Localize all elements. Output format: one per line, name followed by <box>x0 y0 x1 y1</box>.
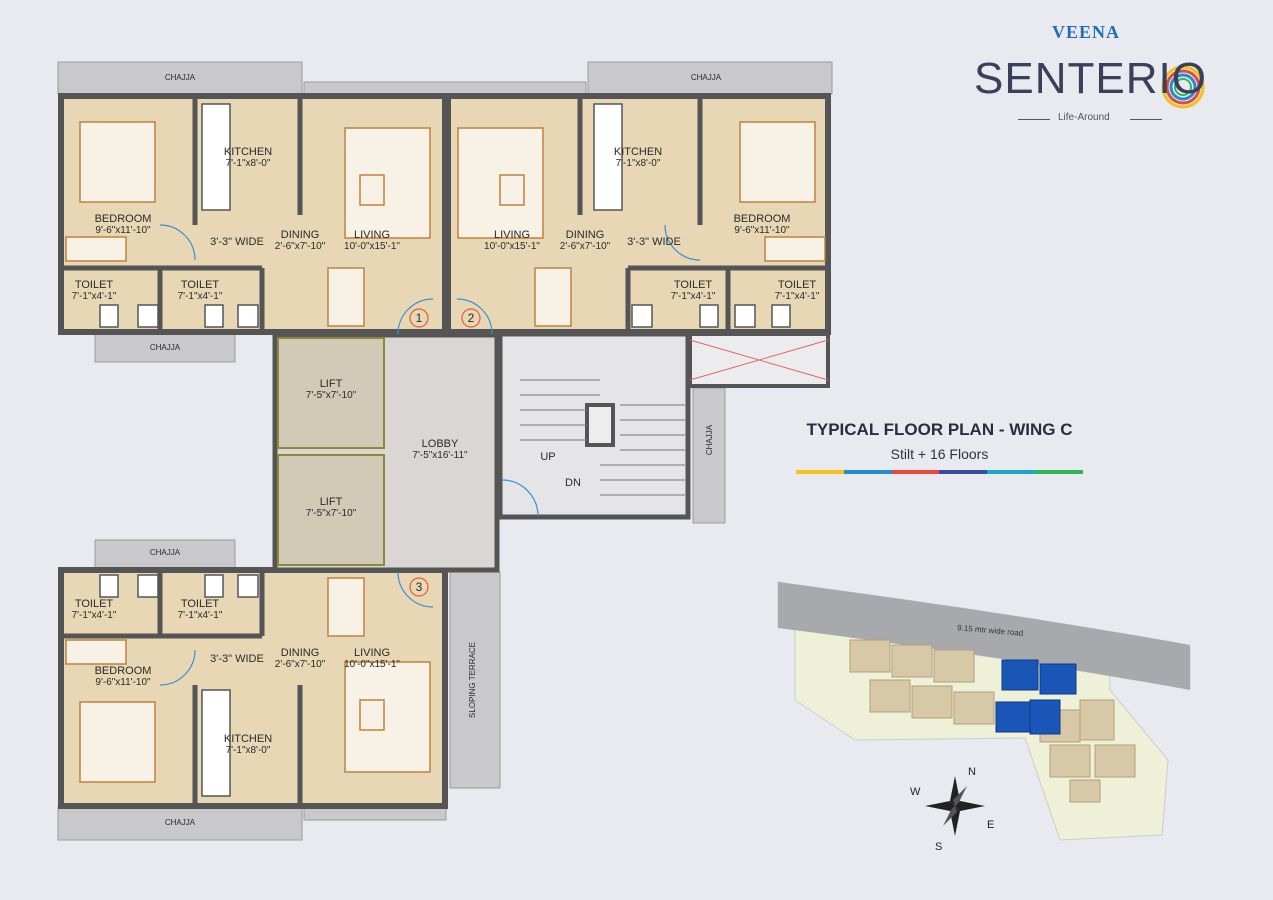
door-swings <box>159 224 701 686</box>
dining-dim: 2'-6"x7'-10" <box>275 659 326 670</box>
color-bar <box>796 470 1083 474</box>
toilet-dim: 7'-1"x4'-1" <box>178 291 223 302</box>
brand-name: SENTERIO <box>974 54 1207 103</box>
unit-number-2: 2 <box>468 311 475 325</box>
chajja-label: CHAJJA <box>165 73 196 82</box>
dining-dim: 2'-6"x7'-10" <box>275 241 326 252</box>
plan-title: TYPICAL FLOOR PLAN - WING C <box>806 420 1073 439</box>
stair-treads <box>520 379 685 496</box>
color-bar-segment <box>891 470 940 474</box>
compass-s: S <box>935 841 942 853</box>
toilet-dim: 7'-1"x4'-1" <box>775 291 820 302</box>
toilet-label: TOILET <box>181 279 220 291</box>
stair-up-label: UP <box>540 451 555 463</box>
toilet-label: TOILET <box>75 279 114 291</box>
lift-2 <box>277 454 385 566</box>
bedroom-label: BEDROOM <box>95 213 152 225</box>
unit-number-3: 3 <box>416 580 423 594</box>
bedroom-label: BEDROOM <box>95 665 152 677</box>
toilet-label: TOILET <box>75 598 114 610</box>
color-bar-segment <box>1035 470 1083 474</box>
stair-well <box>585 403 615 447</box>
stair-down-label: DN <box>565 477 581 489</box>
logo-ring-icon <box>1161 65 1205 109</box>
kitchen-label: KITCHEN <box>614 146 662 158</box>
bedroom-dim: 9'-6"x11'-10" <box>95 225 151 236</box>
passage-label: 3'-3" WIDE <box>210 236 264 248</box>
toilet-dim: 7'-1"x4'-1" <box>72 610 117 621</box>
compass-icon <box>925 776 985 836</box>
passage-label: 3'-3" WIDE <box>627 236 681 248</box>
compass-w: W <box>910 786 921 798</box>
wing-c-highlight <box>995 659 1077 735</box>
toilet-dim: 7'-1"x4'-1" <box>72 291 117 302</box>
tagline-rule <box>1018 119 1050 120</box>
compass-e: E <box>987 819 994 831</box>
color-bar-segment <box>843 470 892 474</box>
toilet-fixtures <box>99 304 791 598</box>
living-dim: 10'-0"x15'-1" <box>484 241 540 252</box>
road <box>778 582 1190 690</box>
kitchen-counters <box>201 103 623 797</box>
kitchen-label: KITCHEN <box>224 733 272 745</box>
toilet-dim: 7'-1"x4'-1" <box>671 291 716 302</box>
unit-markers <box>409 308 481 597</box>
tagline-rule <box>1130 119 1162 120</box>
color-bar-segment <box>796 470 844 474</box>
dining-label: DINING <box>566 229 605 241</box>
toilet-label: TOILET <box>181 598 220 610</box>
chajja-label: CHAJJA <box>705 424 714 455</box>
walls <box>61 96 828 806</box>
living-dim: 10'-0"x15'-1" <box>344 659 400 670</box>
brand-tagline: Life-Around <box>1058 112 1110 123</box>
kitchen-dim: 7'-1"x8'-0" <box>226 745 271 756</box>
bedroom-label: BEDROOM <box>734 213 791 225</box>
sloping-terrace-label: SLOPING TERRACE <box>468 642 477 718</box>
chajja-label: CHAJJA <box>150 548 181 557</box>
chajja-label: CHAJJA <box>165 818 196 827</box>
bedroom-dim: 9'-6"x11'-10" <box>95 677 151 688</box>
lift-label: LIFT <box>320 496 343 508</box>
title-block: TYPICAL FLOOR PLAN - WING C Stilt + 16 F… <box>796 420 1083 474</box>
site-plan: 9.15 mtr wide road <box>777 581 1191 841</box>
dining-label: DINING <box>281 229 320 241</box>
living-label: LIVING <box>354 229 390 241</box>
toilet-label: TOILET <box>778 279 817 291</box>
lobby-dim: 7'-5"x16'-11" <box>412 450 468 461</box>
dining-label: DINING <box>281 647 320 659</box>
lift-dim: 7'-5"x7'-10" <box>306 508 357 519</box>
color-bar-segment <box>939 470 988 474</box>
lift-label: LIFT <box>320 378 343 390</box>
living-label: LIVING <box>354 647 390 659</box>
chajja-label: CHAJJA <box>691 73 722 82</box>
color-bar-segment <box>987 470 1036 474</box>
brand-logo: VEENA SENTERIO Life-Around <box>968 20 1218 130</box>
passage-label: 3'-3" WIDE <box>210 653 264 665</box>
kitchen-dim: 7'-1"x8'-0" <box>226 158 271 169</box>
kitchen-label: KITCHEN <box>224 146 272 158</box>
kitchen-dim: 7'-1"x8'-0" <box>616 158 661 169</box>
chajja-label: CHAJJA <box>150 343 181 352</box>
lift-1 <box>277 337 385 449</box>
living-label: LIVING <box>494 229 530 241</box>
lift-dim: 7'-5"x7'-10" <box>306 390 357 401</box>
plan-subtitle: Stilt + 16 Floors <box>890 446 989 462</box>
furniture <box>65 121 826 783</box>
unit-number-1: 1 <box>416 311 423 325</box>
brand-top: VEENA <box>1052 22 1121 42</box>
lobby-label: LOBBY <box>422 438 459 450</box>
toilet-label: TOILET <box>674 279 713 291</box>
toilet-dim: 7'-1"x4'-1" <box>178 610 223 621</box>
compass-n: N <box>968 766 976 778</box>
bedroom-dim: 9'-6"x11'-10" <box>734 225 790 236</box>
living-dim: 10'-0"x15'-1" <box>344 241 400 252</box>
duct-area <box>688 332 830 388</box>
dining-dim: 2'-6"x7'-10" <box>560 241 611 252</box>
